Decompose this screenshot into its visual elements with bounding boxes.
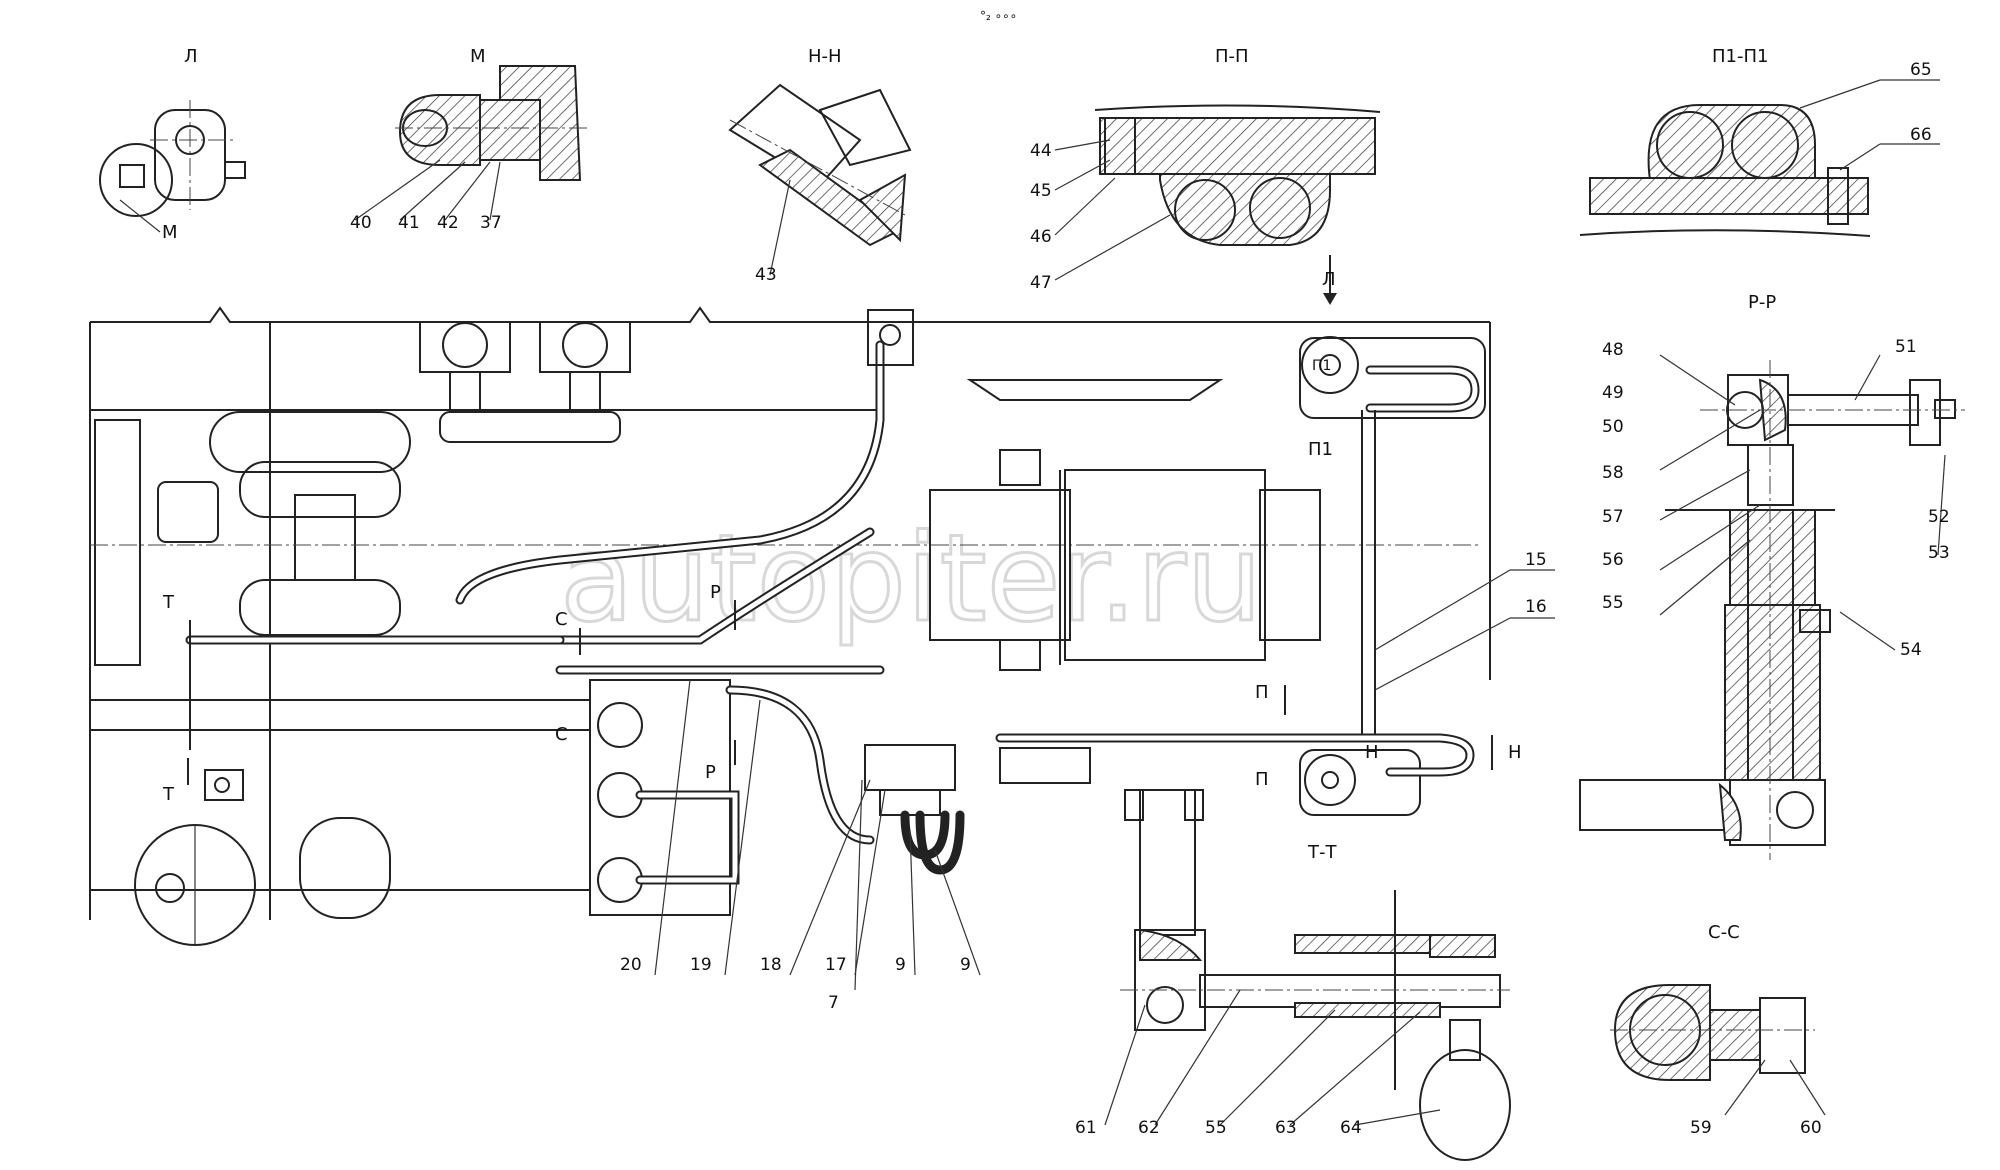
callout-65: 65	[1910, 60, 1932, 80]
header-mark: °₂ ∘∘∘	[980, 9, 1017, 23]
callout-59: 59	[1690, 1118, 1712, 1138]
section-p1-p1: П1-П1 65 66	[1579, 46, 1940, 237]
section-p-p: П-П 44 45 46 47	[1030, 46, 1381, 293]
callout-49: 49	[1602, 383, 1624, 403]
section-r-r: Р-Р 48 49 50 51 58 57 56 55 5	[1579, 292, 1965, 860]
view-marker-t-lower: Т	[162, 784, 175, 805]
callout-57: 57	[1602, 507, 1624, 527]
watermark: autopiter.ru	[560, 510, 1262, 649]
callout-55-right: 55	[1602, 593, 1624, 613]
view-marker-n-right: Н	[1508, 742, 1522, 763]
view-marker-c-upper: С	[555, 609, 568, 630]
callout-17: 17	[825, 955, 847, 975]
main-assembly: Л П1 П1 П Т Т С С Р Р Н Н П 15 16 20 19 …	[89, 255, 1555, 1013]
callout-42: 42	[437, 213, 459, 233]
callout-58: 58	[1602, 463, 1624, 483]
callout-16: 16	[1525, 597, 1547, 617]
callout-40: 40	[350, 213, 372, 233]
section-title-p-p: П-П	[1215, 46, 1249, 67]
callout-44: 44	[1030, 141, 1052, 161]
section-title-p1-p1: П1-П1	[1712, 46, 1768, 67]
view-marker-t-upper: Т	[162, 592, 175, 613]
callout-46: 46	[1030, 227, 1052, 247]
view-marker-p-top: П	[1255, 682, 1269, 703]
callout-54: 54	[1900, 640, 1922, 660]
section-title-m: М	[470, 46, 486, 67]
callout-47: 47	[1030, 273, 1052, 293]
view-l: Л М	[99, 46, 246, 243]
section-m: М 40 41 42 37	[350, 46, 590, 233]
callout-43: 43	[755, 265, 777, 285]
section-title-l: Л	[184, 46, 198, 67]
view-marker-p1-small: П1	[1312, 358, 1331, 374]
callout-50: 50	[1602, 417, 1624, 437]
section-title-n-n: Н-Н	[808, 46, 842, 67]
callout-53: 53	[1928, 543, 1950, 563]
view-marker-r-upper: Р	[710, 582, 721, 603]
callout-41: 41	[398, 213, 420, 233]
view-marker-p-cut-low: П	[1255, 769, 1269, 790]
callout-7: 7	[828, 993, 839, 1013]
callout-45: 45	[1030, 181, 1052, 201]
callout-15: 15	[1525, 550, 1547, 570]
view-marker-r-lower: Р	[705, 762, 716, 783]
view-marker-c-lower: С	[555, 724, 568, 745]
section-title-t-t: Т-Т	[1307, 842, 1337, 863]
view-marker-p1: П1	[1308, 439, 1333, 460]
callout-9-b: 9	[960, 955, 971, 975]
callout-64: 64	[1340, 1118, 1362, 1138]
section-c-c: С-С 59 60	[1610, 922, 1826, 1138]
callout-56: 56	[1602, 550, 1624, 570]
callout-51: 51	[1895, 337, 1917, 357]
section-n-n: Н-Н 43	[728, 46, 912, 285]
view-marker-m: М	[162, 222, 178, 243]
section-title-c-c: С-С	[1708, 922, 1740, 943]
section-title-r-r: Р-Р	[1748, 292, 1776, 313]
callout-66: 66	[1910, 125, 1932, 145]
view-marker-l-arrow: Л	[1322, 269, 1336, 290]
callout-9-a: 9	[895, 955, 906, 975]
callout-61: 61	[1075, 1118, 1097, 1138]
callout-37: 37	[480, 213, 502, 233]
section-t-t: Т-Т 61 62 55 63 64	[1075, 789, 1511, 1161]
callout-19: 19	[690, 955, 712, 975]
callout-63: 63	[1275, 1118, 1297, 1138]
callout-18: 18	[760, 955, 782, 975]
callout-62: 62	[1138, 1118, 1160, 1138]
view-marker-n-left: Н	[1365, 742, 1379, 763]
callout-20: 20	[620, 955, 642, 975]
callout-48: 48	[1602, 340, 1624, 360]
callout-55-t: 55	[1205, 1118, 1227, 1138]
callout-52: 52	[1928, 507, 1950, 527]
callout-60: 60	[1800, 1118, 1822, 1138]
